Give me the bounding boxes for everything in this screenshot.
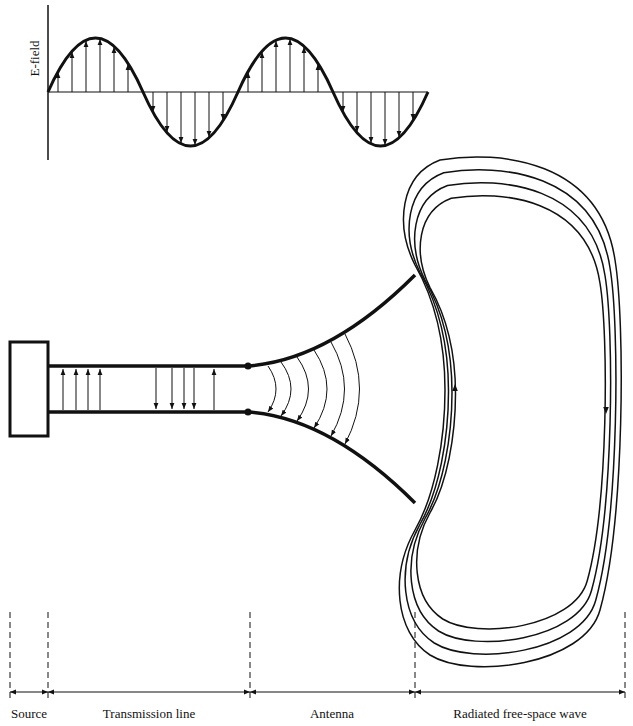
e-field-plot (48, 5, 428, 160)
wave-arrow (605, 392, 607, 414)
field-arrow (184, 368, 185, 409)
region-divider (415, 612, 416, 700)
field-line (314, 350, 327, 428)
horn-wall (248, 275, 415, 366)
region-divider (250, 612, 251, 700)
field-arrow (156, 368, 157, 409)
region-label: Transmission line (103, 706, 195, 721)
field-arrow (276, 41, 277, 92)
field-line (331, 342, 345, 436)
conductor (48, 410, 248, 414)
field-line (345, 334, 360, 444)
field-arrow (181, 92, 182, 143)
field-arrow (318, 64, 319, 92)
wave-front (399, 157, 621, 667)
field-arrow (167, 92, 168, 132)
field-arrow (72, 52, 73, 92)
region-divider (625, 612, 626, 700)
dimension-arrow (250, 692, 415, 693)
horn-field-lines (268, 334, 360, 444)
wave-arrow (454, 384, 456, 405)
wave-front (405, 170, 616, 654)
field-arrow (343, 92, 344, 112)
field-line (268, 366, 276, 412)
field-arrow (413, 92, 414, 120)
field-arrow (290, 39, 291, 92)
source-box (10, 342, 48, 436)
field-arrow (100, 369, 101, 410)
region-divider (48, 612, 49, 700)
sine-wave (48, 38, 428, 146)
field-arrows (58, 39, 413, 145)
field-line (297, 357, 309, 421)
antenna-horn (248, 275, 415, 503)
field-arrow (58, 72, 59, 92)
line-field-arrows (63, 368, 214, 410)
field-arrow (114, 47, 115, 92)
region-label: Radiated free-space wave (453, 706, 587, 721)
wave-front (417, 196, 606, 629)
field-arrow (195, 92, 196, 145)
horn-wall (248, 412, 415, 503)
wave-front (411, 183, 611, 642)
field-arrow (76, 369, 77, 410)
field-arrow (357, 92, 358, 132)
region-label: Antenna (310, 706, 354, 721)
field-arrow (86, 41, 87, 92)
region-dimensions (10, 612, 625, 700)
field-arrow (371, 92, 372, 143)
field-arrow (248, 72, 249, 92)
region-divider (10, 612, 11, 700)
field-arrow (209, 92, 210, 137)
conductor (48, 364, 248, 368)
dimension-arrow (415, 692, 625, 693)
field-arrow (304, 47, 305, 92)
region-label: Source (11, 706, 47, 721)
radiated-wave (399, 157, 621, 667)
field-arrow (88, 369, 89, 410)
field-arrow (128, 64, 129, 92)
field-arrow (63, 369, 64, 410)
field-arrow (194, 368, 195, 409)
field-arrow (153, 92, 154, 112)
field-arrow (385, 92, 386, 145)
dimension-arrow (48, 692, 250, 693)
field-arrow (100, 39, 101, 92)
field-arrow (399, 92, 400, 137)
field-arrow (223, 92, 224, 120)
field-arrow (214, 369, 215, 410)
dimension-arrow (10, 692, 48, 693)
field-line (281, 362, 291, 416)
plot-axis (47, 5, 49, 160)
axis-label: E-field (27, 40, 42, 76)
field-arrow (172, 368, 173, 409)
field-arrow (262, 52, 263, 92)
transmission-line (48, 363, 252, 416)
